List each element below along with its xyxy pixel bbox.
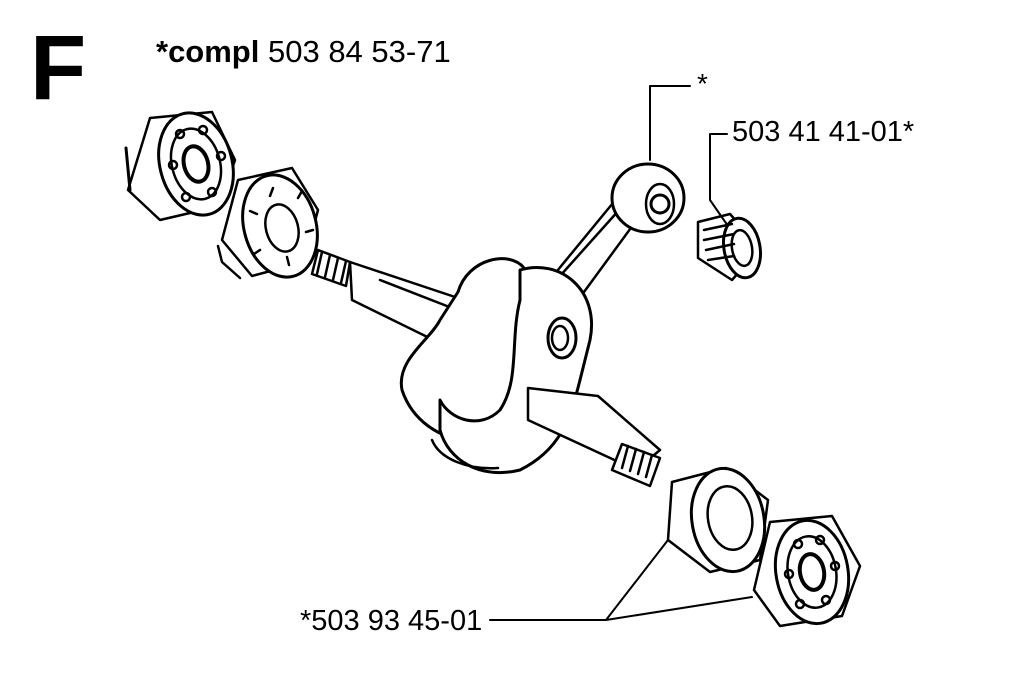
- callout-seals-and-bearings: *503 93 45-01: [300, 605, 483, 637]
- leader-connecting-rod: [649, 85, 691, 161]
- connecting-rod: [546, 162, 686, 294]
- assembly-title: *compl 503 84 53-71: [156, 36, 451, 67]
- assembly-part-number: 503 84 53-71: [267, 34, 451, 69]
- leader-seals-and-bearings: [489, 539, 753, 621]
- right-oil-seal: [666, 466, 770, 574]
- assembly-prefix: *compl: [156, 34, 260, 69]
- right-shaft: [526, 386, 662, 488]
- needle-bearing: [696, 212, 762, 282]
- callout-needle-bearing: 503 41 41-01*: [732, 116, 915, 148]
- section-letter: F: [30, 17, 87, 119]
- left-ball-bearing: [124, 110, 237, 222]
- left-oil-seal: [216, 166, 320, 280]
- right-ball-bearing: [752, 514, 862, 628]
- callout-connecting-rod: *: [697, 68, 708, 99]
- leader-needle-bearing: [709, 133, 729, 227]
